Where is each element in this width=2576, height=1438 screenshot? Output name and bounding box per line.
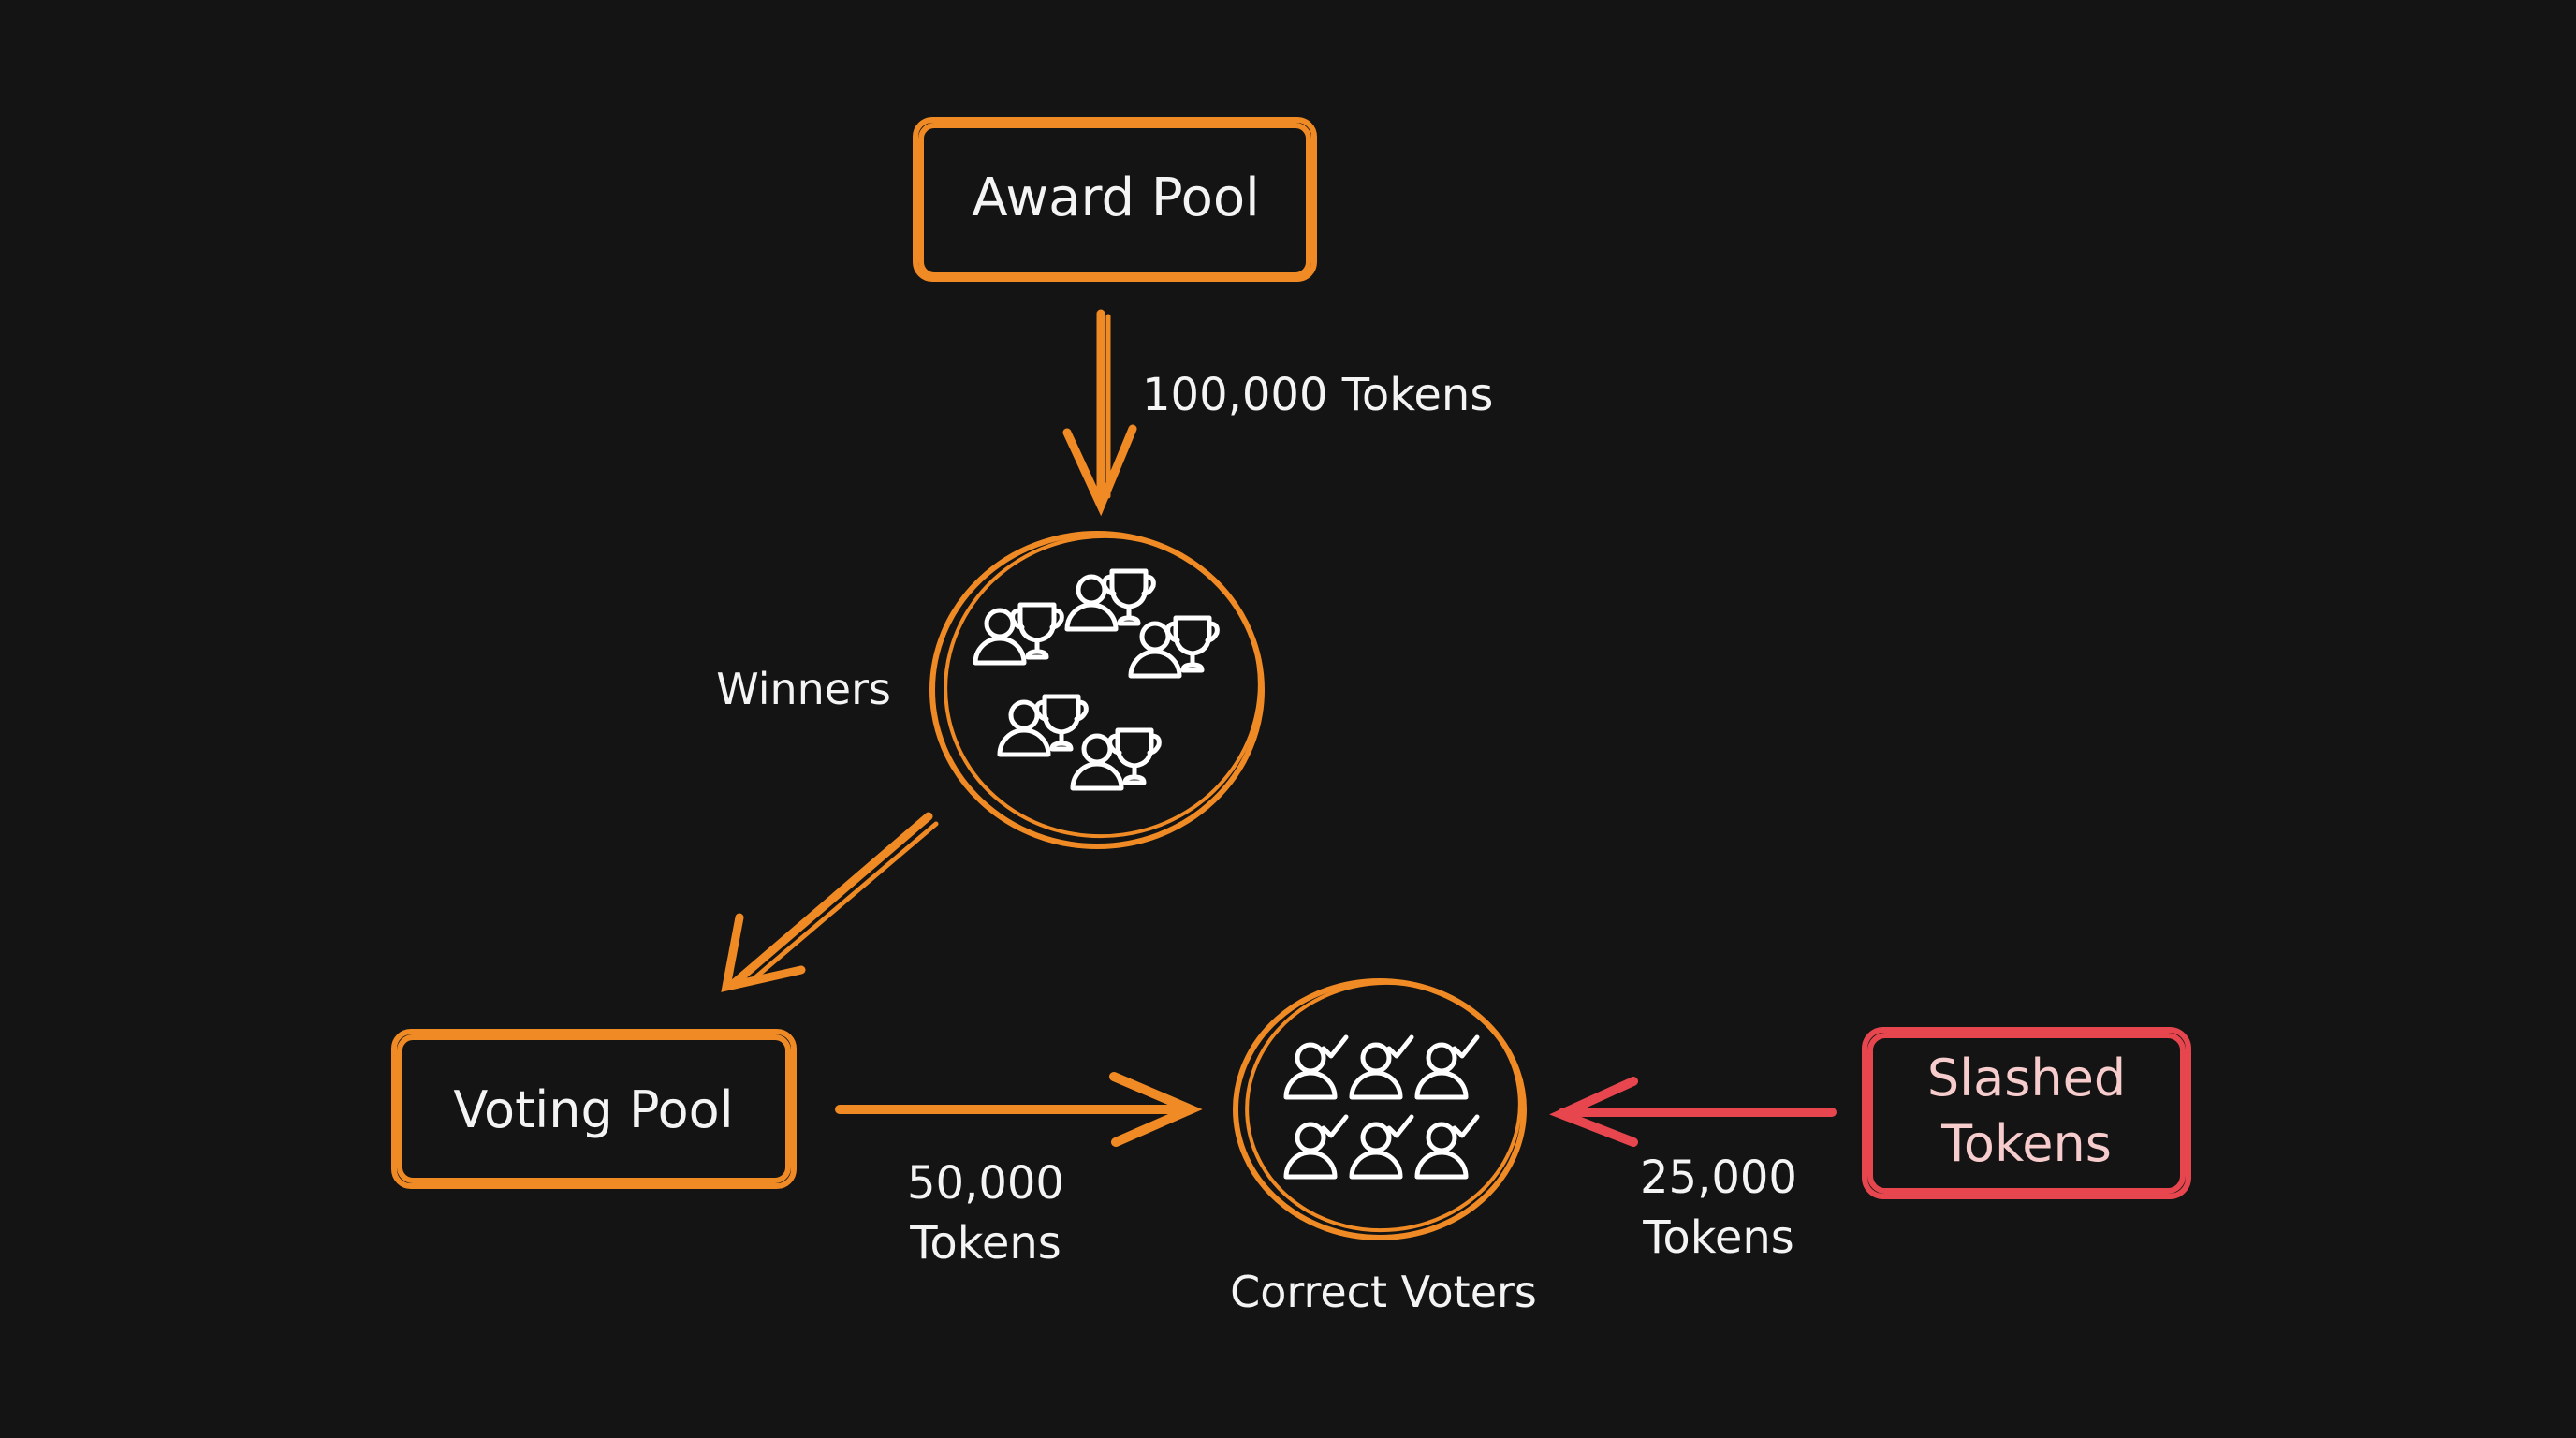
slashed-flow-unit: Tokens: [1642, 1211, 1794, 1264]
correct-voters-node[interactable]: [1233, 969, 1532, 1243]
correct-voters-label: Correct Voters: [1230, 1267, 1537, 1317]
arrow-voting-to-correct: [835, 1072, 1203, 1147]
arrow-slashed-to-correct: [1549, 1077, 1837, 1147]
slashed-tokens-node[interactable]: Slashed Tokens: [1862, 1027, 2191, 1199]
arrow-award-to-winners: [1062, 309, 1137, 517]
slashed-flow-amount: 25,000: [1640, 1152, 1797, 1204]
winners-node[interactable]: [926, 516, 1279, 857]
voting-flow-amount: 50,000: [907, 1157, 1064, 1210]
award-flow-label: 100,000 Tokens: [1142, 369, 1493, 421]
award-pool-node[interactable]: Award Pool: [913, 117, 1317, 282]
arrow-winners-to-voting: [721, 812, 939, 992]
slashed-tokens-label-line2: Tokens: [1940, 1114, 2112, 1173]
winners-label: Winners: [716, 664, 891, 714]
voting-pool-node[interactable]: Voting Pool: [391, 1029, 797, 1189]
voting-flow-unit: Tokens: [909, 1217, 1061, 1269]
slashed-tokens-label-line1: Slashed: [1927, 1049, 2126, 1108]
award-pool-label: Award Pool: [972, 168, 1259, 228]
voting-pool-label: Voting Pool: [453, 1080, 733, 1139]
